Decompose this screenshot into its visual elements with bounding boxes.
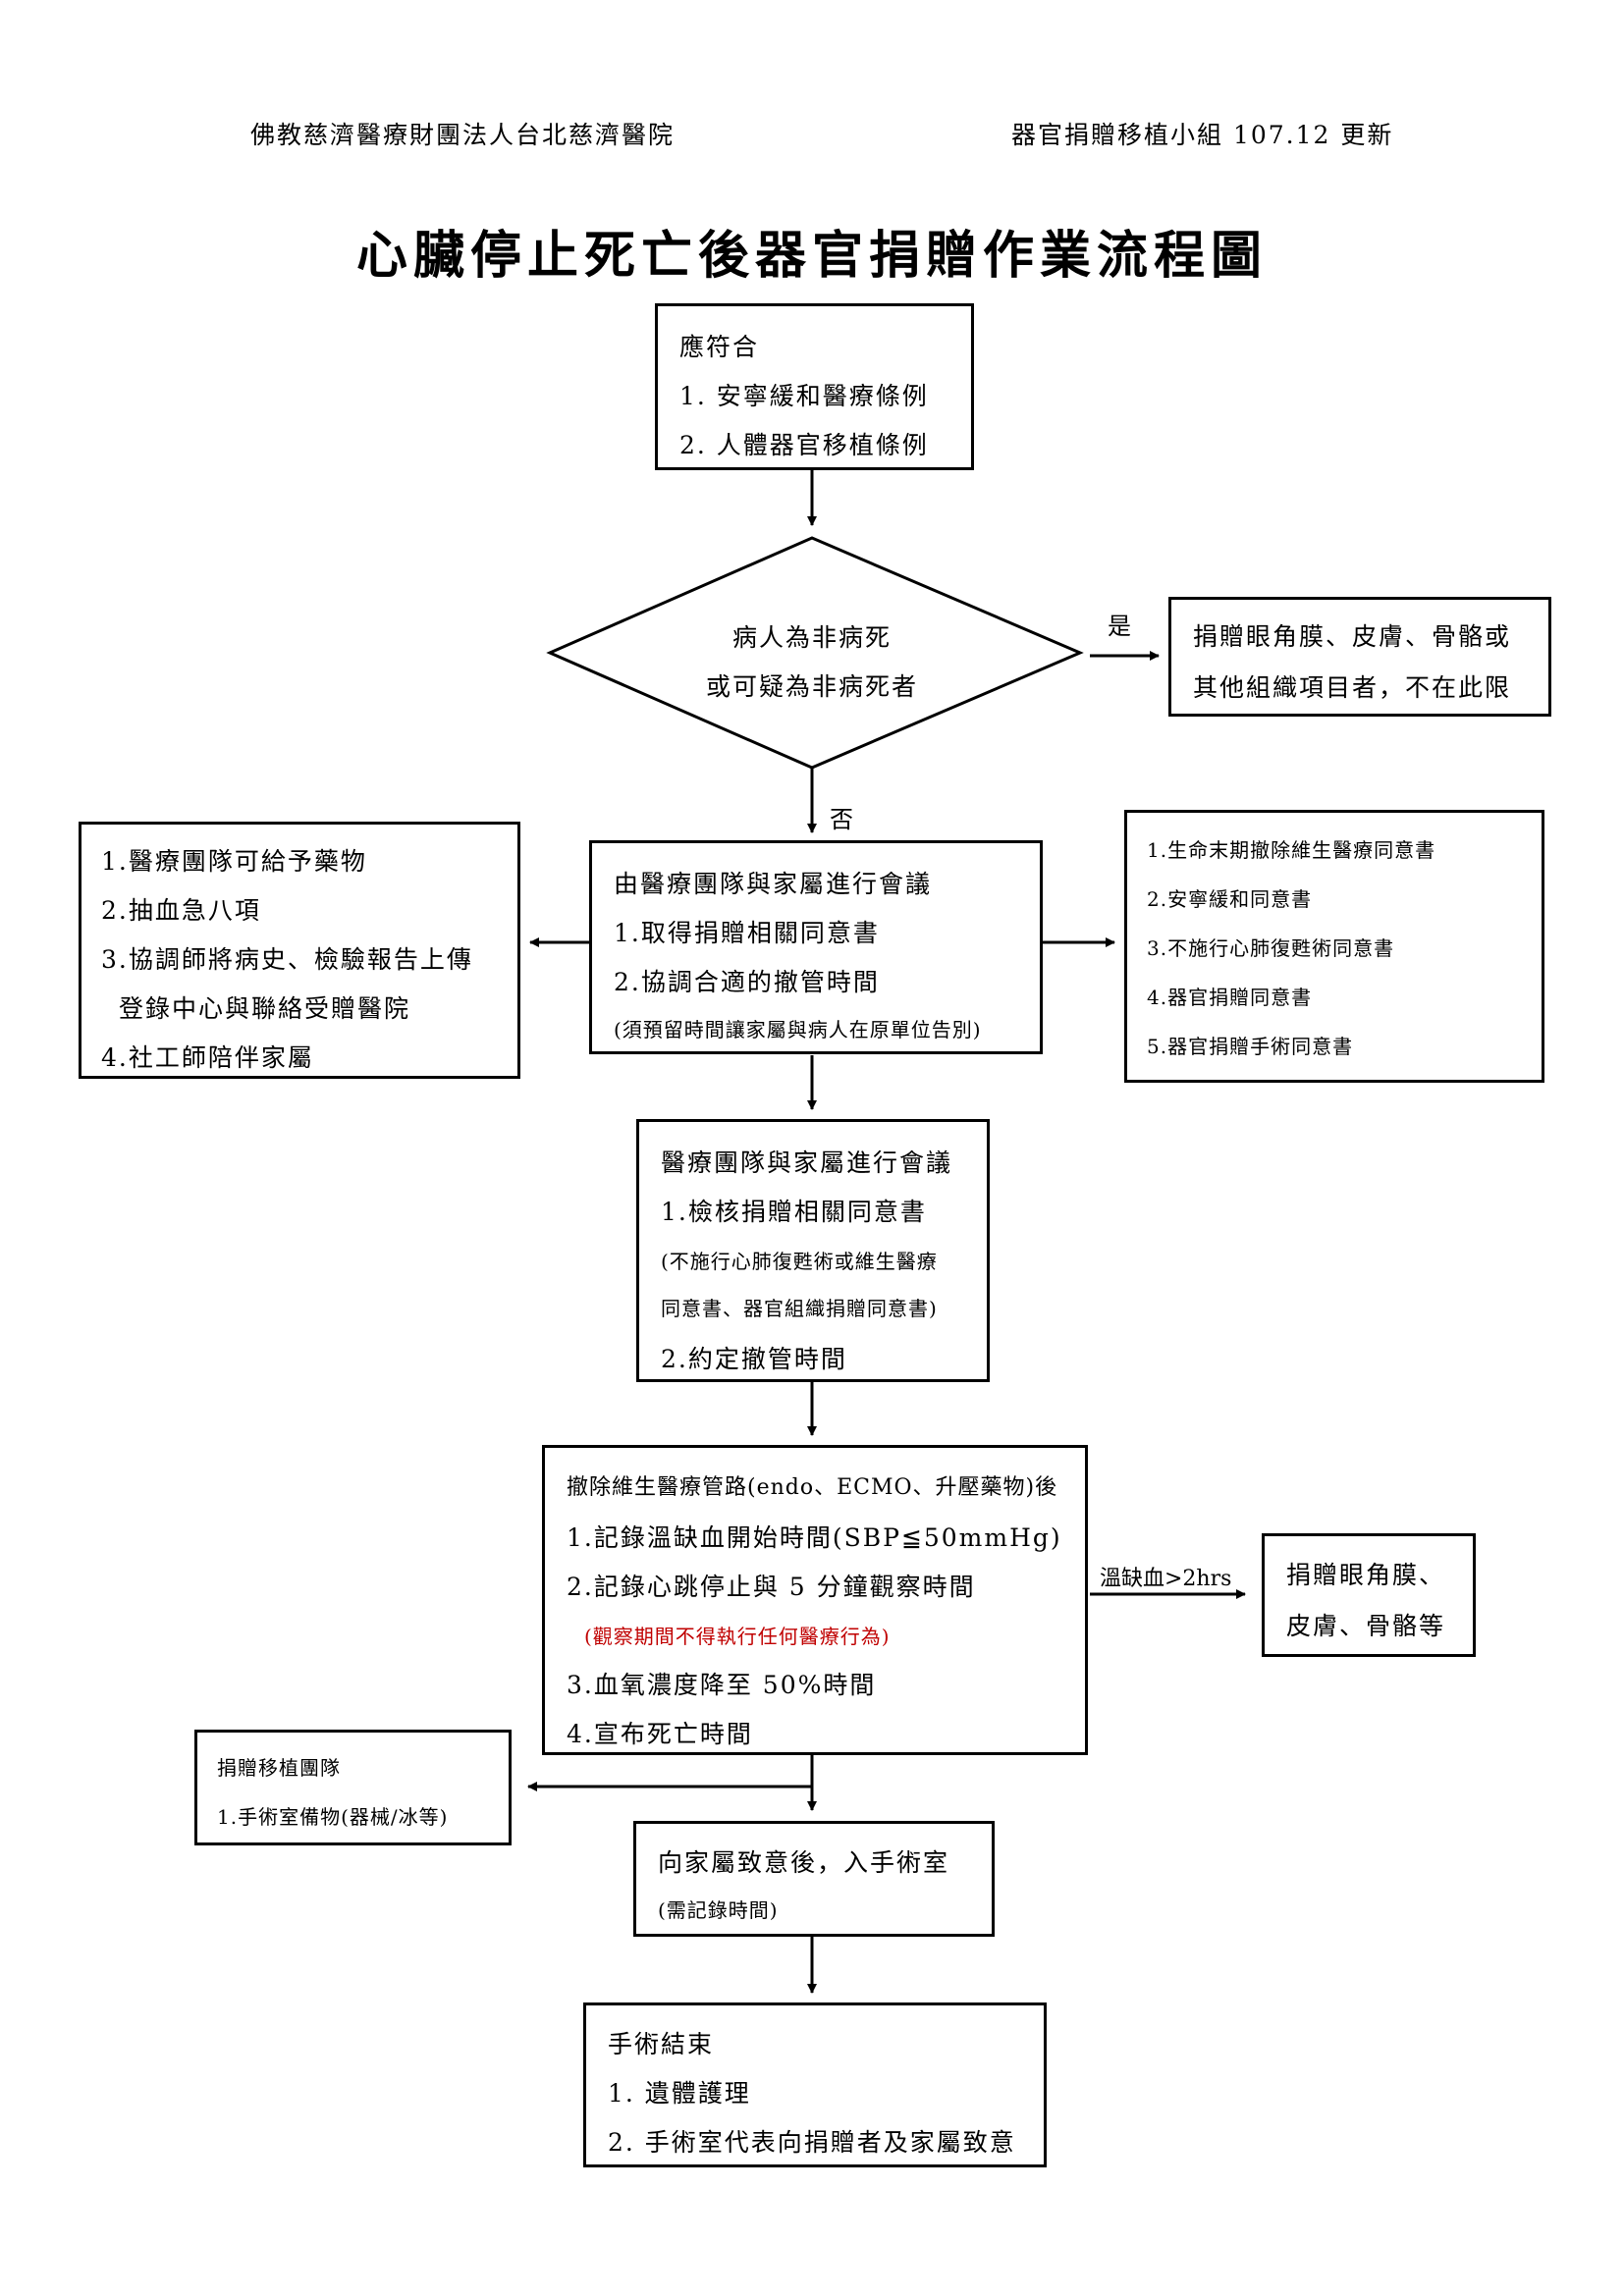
consent-form-item: 1.生命末期撤除維生醫療同意書 — [1147, 838, 1436, 862]
withdraw-support-box: 撤除維生醫療管路(endo、ECMO、升壓藥物)後 1.記錄溫缺血開始時間(SB… — [542, 1445, 1088, 1755]
condolence-line: 向家屬致意後，入手術室 — [658, 1848, 950, 1877]
meeting1-item: 2.協調合適的撤管時間 — [614, 968, 880, 996]
condolence-note: (需記錄時間) — [658, 1898, 779, 1922]
withdraw-item: 1.記錄溫缺血開始時間(SBP≦50mmHg) — [567, 1523, 1062, 1552]
withdraw-heading: 撤除維生醫療管路(endo、ECMO、升壓藥物)後 — [567, 1475, 1058, 1500]
meeting1-note: (須預留時間讓家屬與病人在原單位告別) — [614, 1018, 982, 1041]
exception-box: 捐贈眼角膜、皮膚、骨骼或 其他組織項目者，不在此限 — [1168, 597, 1551, 717]
meeting2-note: (不施行心肺復甦術或維生醫療 — [661, 1250, 938, 1273]
exception-line: 捐贈眼角膜、皮膚、骨骼或 — [1193, 622, 1512, 651]
consent-form-item: 4.器官捐贈同意書 — [1147, 986, 1313, 1009]
decision-yes-label: 是 — [1108, 613, 1131, 640]
medical-action-item: 1.醫療團隊可給予藥物 — [101, 847, 367, 876]
consent-form-item: 3.不施行心肺復甦術同意書 — [1147, 936, 1395, 960]
meeting2-heading: 醫療團隊與家屬進行會議 — [661, 1148, 953, 1177]
consent-form-item: 5.器官捐贈手術同意書 — [1147, 1035, 1354, 1058]
criteria-item: 1. 安寧緩和醫療條例 — [679, 382, 929, 410]
page-title: 心臟停止死亡後器官捐贈作業流程圖 — [355, 227, 1268, 286]
transplant-team-box: 捐贈移植團隊 1.手術室備物(器械/冰等) — [194, 1730, 512, 1845]
tissue-line: 皮膚、骨骼等 — [1286, 1612, 1446, 1640]
withdraw-item: 2.記錄心跳停止與 5 分鐘觀察時間 — [567, 1573, 976, 1601]
consent-form-item: 2.安寧緩和同意書 — [1147, 887, 1313, 911]
criteria-heading: 應符合 — [679, 333, 760, 361]
condolence-box: 向家屬致意後，入手術室 (需記錄時間) — [633, 1821, 995, 1937]
tissue-line: 捐贈眼角膜、 — [1286, 1561, 1446, 1589]
withdraw-item: 4.宣布死亡時間 — [567, 1720, 753, 1748]
surgery-end-item: 2. 手術室代表向捐贈者及家屬致意 — [608, 2128, 1016, 2157]
decision-no-label: 否 — [830, 806, 853, 833]
tissue-donation-box: 捐贈眼角膜、 皮膚、骨骼等 — [1262, 1533, 1476, 1657]
medical-action-item: 4.社工師陪伴家屬 — [101, 1043, 314, 1072]
exception-line: 其他組織項目者，不在此限 — [1193, 673, 1512, 702]
meeting2-box: 醫療團隊與家屬進行會議 1.檢核捐贈相關同意書 (不施行心肺復甦術或維生醫療 同… — [636, 1119, 990, 1382]
meeting1-item: 1.取得捐贈相關同意書 — [614, 919, 880, 947]
team-heading: 捐贈移植團隊 — [217, 1756, 341, 1780]
criteria-item: 2. 人體器官移植條例 — [679, 431, 929, 459]
team-item: 1.手術室備物(器械/冰等) — [217, 1805, 449, 1829]
meeting1-box: 由醫療團隊與家屬進行會議 1.取得捐贈相關同意書 2.協調合適的撤管時間 (須預… — [589, 840, 1043, 1054]
medical-action-item: 2.抽血急八項 — [101, 896, 261, 925]
withdraw-item: 3.血氧濃度降至 50%時間 — [567, 1671, 877, 1699]
header-organization: 佛教慈濟醫療財團法人台北慈濟醫院 — [250, 121, 676, 149]
criteria-box: 應符合 1. 安寧緩和醫療條例 2. 人體器官移植條例 — [655, 303, 974, 470]
medical-action-item: 登錄中心與聯絡受贈醫院 — [119, 994, 411, 1023]
surgery-end-box: 手術結束 1. 遺體護理 2. 手術室代表向捐贈者及家屬致意 — [583, 2002, 1047, 2167]
consent-forms-box: 1.生命末期撤除維生醫療同意書 2.安寧緩和同意書 3.不施行心肺復甦術同意書 … — [1124, 810, 1544, 1083]
medical-actions-box: 1.醫療團隊可給予藥物 2.抽血急八項 3.協調師將病史、檢驗報告上傳 登錄中心… — [79, 822, 520, 1079]
decision-line-1: 病人為非病死 — [731, 623, 892, 652]
ischemia-label: 溫缺血>2hrs — [1100, 1567, 1232, 1591]
medical-action-item: 3.協調師將病史、檢驗報告上傳 — [101, 945, 473, 974]
meeting2-note: 同意書、器官組織捐贈同意書) — [661, 1297, 938, 1320]
meeting2-item: 2.約定撤管時間 — [661, 1345, 847, 1373]
decision-line-2: 或可疑為非病死者 — [705, 672, 918, 701]
header-unit-update: 器官捐贈移植小組 107.12 更新 — [1011, 121, 1394, 149]
meeting2-item: 1.檢核捐贈相關同意書 — [661, 1198, 927, 1226]
surgery-end-heading: 手術結束 — [608, 2030, 715, 2058]
surgery-end-item: 1. 遺體護理 — [608, 2079, 751, 2108]
withdraw-warning: (觀察期間不得執行任何醫療行為) — [584, 1625, 891, 1648]
meeting1-heading: 由醫療團隊與家屬進行會議 — [614, 870, 933, 898]
